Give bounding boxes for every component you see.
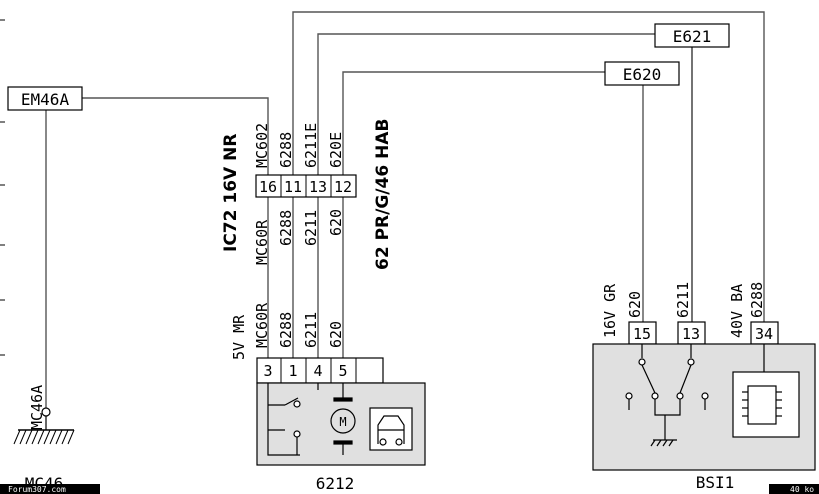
bsi-40v-ba-label: 40V BA (728, 284, 746, 338)
6212-label: 6212 (316, 474, 355, 493)
wire-label-low-6288: 6288 (277, 312, 295, 348)
ic72-pin-13: 13 (309, 178, 327, 196)
connector-e621: E621 (654, 23, 730, 48)
footer-right-text: 40 ko (790, 485, 814, 494)
bsi-wire-620: 620 (626, 291, 644, 318)
footer-left: Forum307.com (0, 484, 100, 494)
connector-ic72: 16 11 13 12 (255, 174, 357, 198)
mc60r-low-label: MC60R (253, 302, 271, 348)
bsi-module: 16V GR 620 6211 40V BA 6288 15 13 34 (592, 282, 816, 492)
connector-e621-label: E621 (673, 27, 712, 46)
wire-label-mid-6288: 6288 (277, 210, 295, 246)
bsi-pin-34: 34 (755, 325, 773, 343)
bsi-label: BSI1 (696, 473, 735, 492)
mr5v-label: 5V MR (230, 314, 248, 360)
footer-left-text: Forum307.com (8, 485, 66, 494)
wire-em46a (45, 97, 269, 408)
left-margin-ticks (0, 19, 5, 356)
chip-icon (732, 344, 800, 438)
bsi-16v-gr-label: 16V GR (601, 283, 619, 338)
ic72-pin-16: 16 (259, 178, 277, 196)
wire-6211 (317, 33, 693, 380)
bsi-pin-13: 13 (682, 325, 700, 343)
wire-label-upper-6288: 6288 (277, 132, 295, 168)
mc60r-top-label: MC60R (253, 219, 271, 265)
hab-label: 62 PR/G/46 HAB (373, 119, 393, 270)
6212-pin-4: 4 (313, 362, 322, 380)
mc602-label: MC602 (253, 123, 271, 168)
wire-label-mid-620: 620 (327, 209, 345, 236)
ic72-pin-12: 12 (334, 178, 352, 196)
footer-right: 40 ko (769, 484, 819, 494)
component-6212: 3 1 4 5 M (256, 357, 426, 493)
car-door-icon (369, 407, 413, 451)
wire-label-upper-620e: 620E (327, 132, 345, 168)
6212-pin-3: 3 (263, 362, 272, 380)
connector-em46a: EM46A (7, 86, 83, 111)
bsi-pin-15: 15 (633, 325, 651, 343)
connector-e620-label: E620 (623, 65, 662, 84)
wire-label-low-6211: 6211 (302, 312, 320, 348)
ic72-pin-11: 11 (284, 178, 302, 196)
bsi-wire-6211: 6211 (674, 282, 692, 318)
connector-e620: E620 (604, 61, 680, 86)
wire-620 (342, 71, 644, 380)
switch-icon (267, 383, 319, 456)
6212-pin-1: 1 (288, 362, 297, 380)
wire-label-low-620: 620 (327, 321, 345, 348)
bsi-wire-6288: 6288 (748, 282, 766, 318)
motor-icon: M (330, 383, 356, 455)
wire-label-mid-6211: 6211 (302, 210, 320, 246)
wire-label-upper-6211e: 6211E (302, 123, 320, 168)
ic72-label: IC72 16V NR (221, 134, 241, 252)
svg-text:M: M (339, 415, 346, 429)
bsi-relay-icon (625, 344, 709, 440)
mc46a-label: MC46A (28, 385, 46, 430)
6212-pin-5: 5 (338, 362, 347, 380)
ground-icon (650, 439, 677, 447)
connector-em46a-label: EM46A (21, 90, 70, 109)
ground-mc46: MC46A MC46 (13, 385, 75, 493)
